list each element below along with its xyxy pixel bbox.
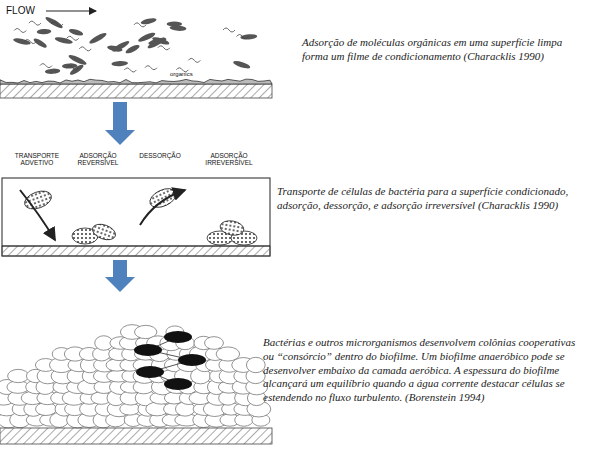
panel: Bactérias e outros microrganismos desenv… — [0, 292, 590, 445]
stage-label: TRANSPORTE ADVETIVO — [8, 152, 66, 166]
organic-molecules — [13, 15, 258, 76]
flow-label: FLOW — [6, 5, 44, 16]
desorption-arrow — [140, 190, 185, 225]
panel-frame — [2, 178, 270, 256]
panel-caption: Bactérias e outros microrganismos desenv… — [263, 336, 583, 405]
substrate — [0, 84, 272, 98]
flow-arrow — [46, 10, 96, 11]
stage-label: ADSORÇÃO IRREVERSÍVEL — [196, 152, 262, 166]
substrate — [0, 428, 272, 444]
annotation: organics — [170, 71, 204, 78]
transport-arrow — [20, 190, 55, 240]
substrate — [2, 246, 270, 256]
flow-arrow — [113, 102, 127, 130]
flow-arrow — [113, 260, 127, 277]
bacteria-cells — [22, 185, 257, 245]
panel: Adsorção de moléculas orgânicas em uma s… — [0, 0, 590, 100]
stage-label: ADSORÇÃO REVERSÍVEL — [70, 152, 126, 166]
stage-label: DESSORÇÃO — [132, 152, 188, 159]
panel-caption: Adsorção de moléculas orgânicas em uma s… — [302, 36, 570, 64]
biofilm — [0, 325, 271, 428]
panel-caption: Transporte de células de bactéria para a… — [277, 185, 573, 213]
conditioning-film — [0, 79, 272, 84]
